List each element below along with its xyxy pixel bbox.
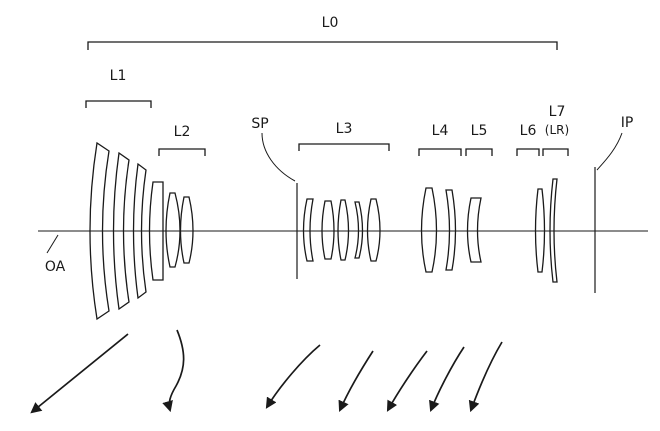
movement-arrow <box>338 350 374 413</box>
label-l5: L5 <box>471 123 488 139</box>
lens-group-l2 <box>165 192 194 268</box>
movement-arrows <box>30 329 503 414</box>
label-l1: L1 <box>110 68 127 84</box>
label-l3: L3 <box>336 121 353 137</box>
movement-arrow <box>468 341 503 413</box>
lens-element <box>420 187 438 273</box>
lens-element <box>466 197 482 263</box>
lens-group-l3 <box>302 198 381 262</box>
movement-arrow <box>162 329 185 413</box>
label-sp: SP <box>251 116 268 132</box>
bracket-l4 <box>418 148 462 156</box>
lens-element <box>321 200 335 260</box>
lens-element <box>549 178 558 283</box>
lens-group-l5 <box>466 197 482 263</box>
bracket-l7 <box>542 148 569 156</box>
bracket-l2 <box>158 148 206 156</box>
lens-element <box>534 188 546 273</box>
movement-arrow <box>265 344 321 409</box>
lens-group-l4 <box>420 187 457 273</box>
lens-element <box>445 189 457 271</box>
label-ip: IP <box>621 115 634 131</box>
ip-leader-line <box>596 132 623 171</box>
movement-arrow <box>429 346 465 413</box>
lens-element <box>366 198 381 262</box>
label-oa: OA <box>45 259 66 275</box>
bracket-l3 <box>298 143 390 151</box>
lens-element <box>337 199 350 261</box>
lens-element <box>179 196 194 264</box>
bracket-l0 <box>87 41 558 50</box>
movement-arrow <box>386 350 428 412</box>
label-l4: L4 <box>432 123 449 139</box>
label-l0: L0 <box>322 15 339 31</box>
lens-element <box>165 192 181 268</box>
group-brackets <box>85 41 569 156</box>
lens-element <box>112 151 130 311</box>
label-l7: L7 <box>549 104 566 120</box>
oa-leader-line <box>46 234 59 254</box>
lens-element <box>89 141 110 321</box>
lens-element <box>132 162 147 300</box>
lens-element <box>354 201 364 259</box>
bracket-l1 <box>85 100 152 108</box>
bracket-l6 <box>516 148 540 156</box>
label-lr: (LR) <box>545 123 569 137</box>
lens-group-l6-l7 <box>534 178 558 283</box>
lens-group-l1 <box>89 141 164 321</box>
lens-element <box>302 198 314 262</box>
label-l2: L2 <box>174 124 191 140</box>
sp-leader-line <box>261 132 296 182</box>
lens-element <box>148 181 164 281</box>
label-l6: L6 <box>520 123 537 139</box>
bracket-l5 <box>465 148 493 156</box>
movement-arrow <box>30 333 129 414</box>
